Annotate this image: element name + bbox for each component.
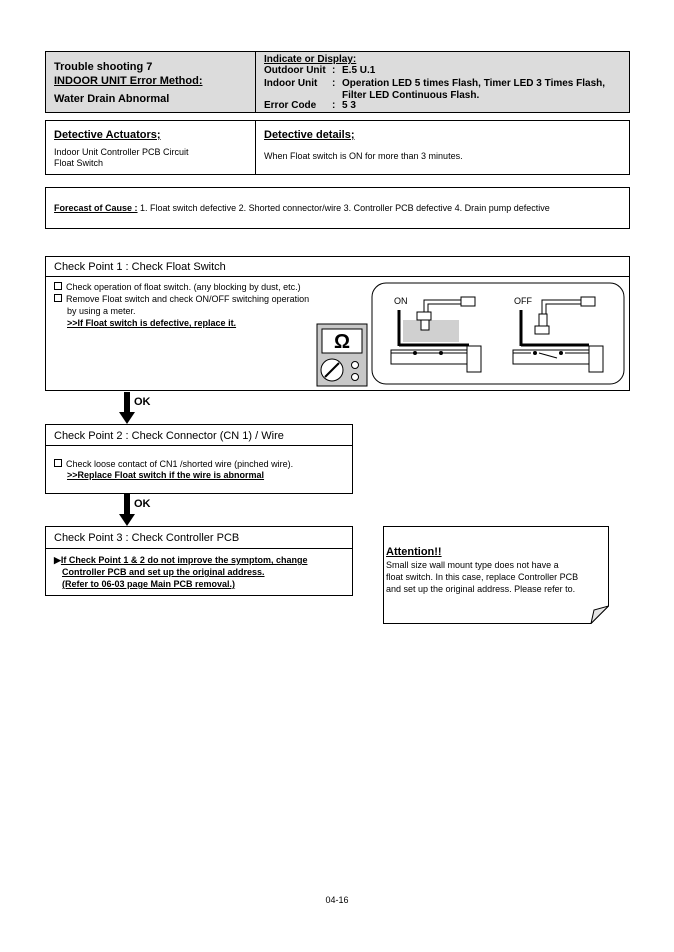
error-sep: : <box>332 100 336 111</box>
indoor-value-2: Filter LED Continuous Flash. <box>342 90 480 101</box>
ohm-symbol: Ω <box>334 331 350 353</box>
cp2-title: Check Point 2 : Check Connector (CN 1) /… <box>54 430 284 442</box>
indoor-sep: : <box>332 78 336 89</box>
cp1-line2: Remove Float switch and check ON/OFF swi… <box>54 294 309 305</box>
off-label: OFF <box>514 296 532 306</box>
trouble-title: Trouble shooting 7 <box>54 61 153 73</box>
details-text: When Float switch is ON for more than 3 … <box>264 151 463 161</box>
cp3-title: Check Point 3 : Check Controller PCB <box>54 532 240 544</box>
error-label: Error Code <box>264 100 317 111</box>
attention-line3: and set up the original address. Please … <box>386 584 576 594</box>
cp1-line4: >>If Float switch is defective, replace … <box>67 318 237 328</box>
cp1-title: Check Point 1 : Check Float Switch <box>54 261 226 273</box>
actuator-item-float: Float Switch <box>54 158 104 168</box>
indoor-label: Indoor Unit <box>264 78 318 89</box>
outdoor-label: Outdoor Unit <box>264 65 326 76</box>
check-point-3-box: Check Point 3 : Check Controller PCB ▶If… <box>45 526 353 596</box>
ok-label-2: OK <box>134 498 151 510</box>
attention-line1: Small size wall mount type does not have… <box>386 560 559 570</box>
actuators-box: Detective Actuators; Indoor Unit Control… <box>45 120 630 175</box>
details-heading: Detective details; <box>264 129 355 141</box>
cp3-line3: (Refer to 06-03 page Main PCB removal.) <box>62 579 236 589</box>
page-number: 04-16 <box>325 895 349 905</box>
actuators-divider <box>255 121 256 174</box>
ok-arrow-1 <box>119 392 135 424</box>
float-switch-diagram: ON OFF <box>371 282 625 385</box>
actuator-item-pcb: Indoor Unit Controller PCB Circuit <box>54 147 189 157</box>
outdoor-sep: : <box>332 65 336 76</box>
cp3-line1: ▶If Check Point 1 & 2 do not improve the… <box>54 555 308 565</box>
header-divider <box>255 52 256 112</box>
forecast-text: 1. Float switch defective 2. Shorted con… <box>137 203 550 213</box>
on-label: ON <box>394 296 408 306</box>
forecast-label: Forecast of Cause : <box>54 203 138 213</box>
ok-arrow-2 <box>119 494 135 526</box>
ok-label-1: OK <box>134 396 151 408</box>
method-title: INDOOR UNIT Error Method: <box>54 75 203 87</box>
forecast-box: Forecast of Cause : 1. Float switch defe… <box>45 187 630 229</box>
checkbox-icon <box>54 459 62 467</box>
header-box: Trouble shooting 7 INDOOR UNIT Error Met… <box>45 51 630 113</box>
pointer-arrow-icon: ▶ <box>54 555 61 565</box>
cp1-line1: Check operation of float switch. (any bl… <box>54 282 301 293</box>
symptom: Water Drain Abnormal <box>54 93 170 105</box>
check-point-1-box: Check Point 1 : Check Float Switch Check… <box>45 256 630 391</box>
attention-heading: Attention!! <box>386 546 442 558</box>
display-heading: Indicate or Display: <box>264 54 357 65</box>
actuators-heading: Detective Actuators; <box>54 129 161 141</box>
checkbox-icon <box>54 294 62 302</box>
cp1-line3: by using a meter. <box>67 306 136 316</box>
attention-note-shape <box>383 526 609 624</box>
cp1-title-divider <box>46 276 629 277</box>
forecast-line: Forecast of Cause : 1. Float switch defe… <box>54 203 550 214</box>
cp3-line2: Controller PCB and set up the original a… <box>62 567 265 577</box>
error-value: 5 3 <box>342 100 356 111</box>
cp3-title-divider <box>46 548 352 549</box>
checkbox-icon <box>54 282 62 290</box>
cp2-line1: Check loose contact of CN1 /shorted wire… <box>54 459 293 470</box>
indoor-value-1: Operation LED 5 times Flash, Timer LED 3… <box>342 78 606 89</box>
cp2-title-divider <box>46 445 352 446</box>
check-point-2-box: Check Point 2 : Check Connector (CN 1) /… <box>45 424 353 494</box>
cp2-line2: >>Replace Float switch if the wire is ab… <box>67 470 265 480</box>
multimeter-icon: Ω <box>316 323 368 387</box>
attention-line2: float switch. In this case, replace Cont… <box>386 572 579 582</box>
outdoor-value: E.5 U.1 <box>342 65 376 76</box>
